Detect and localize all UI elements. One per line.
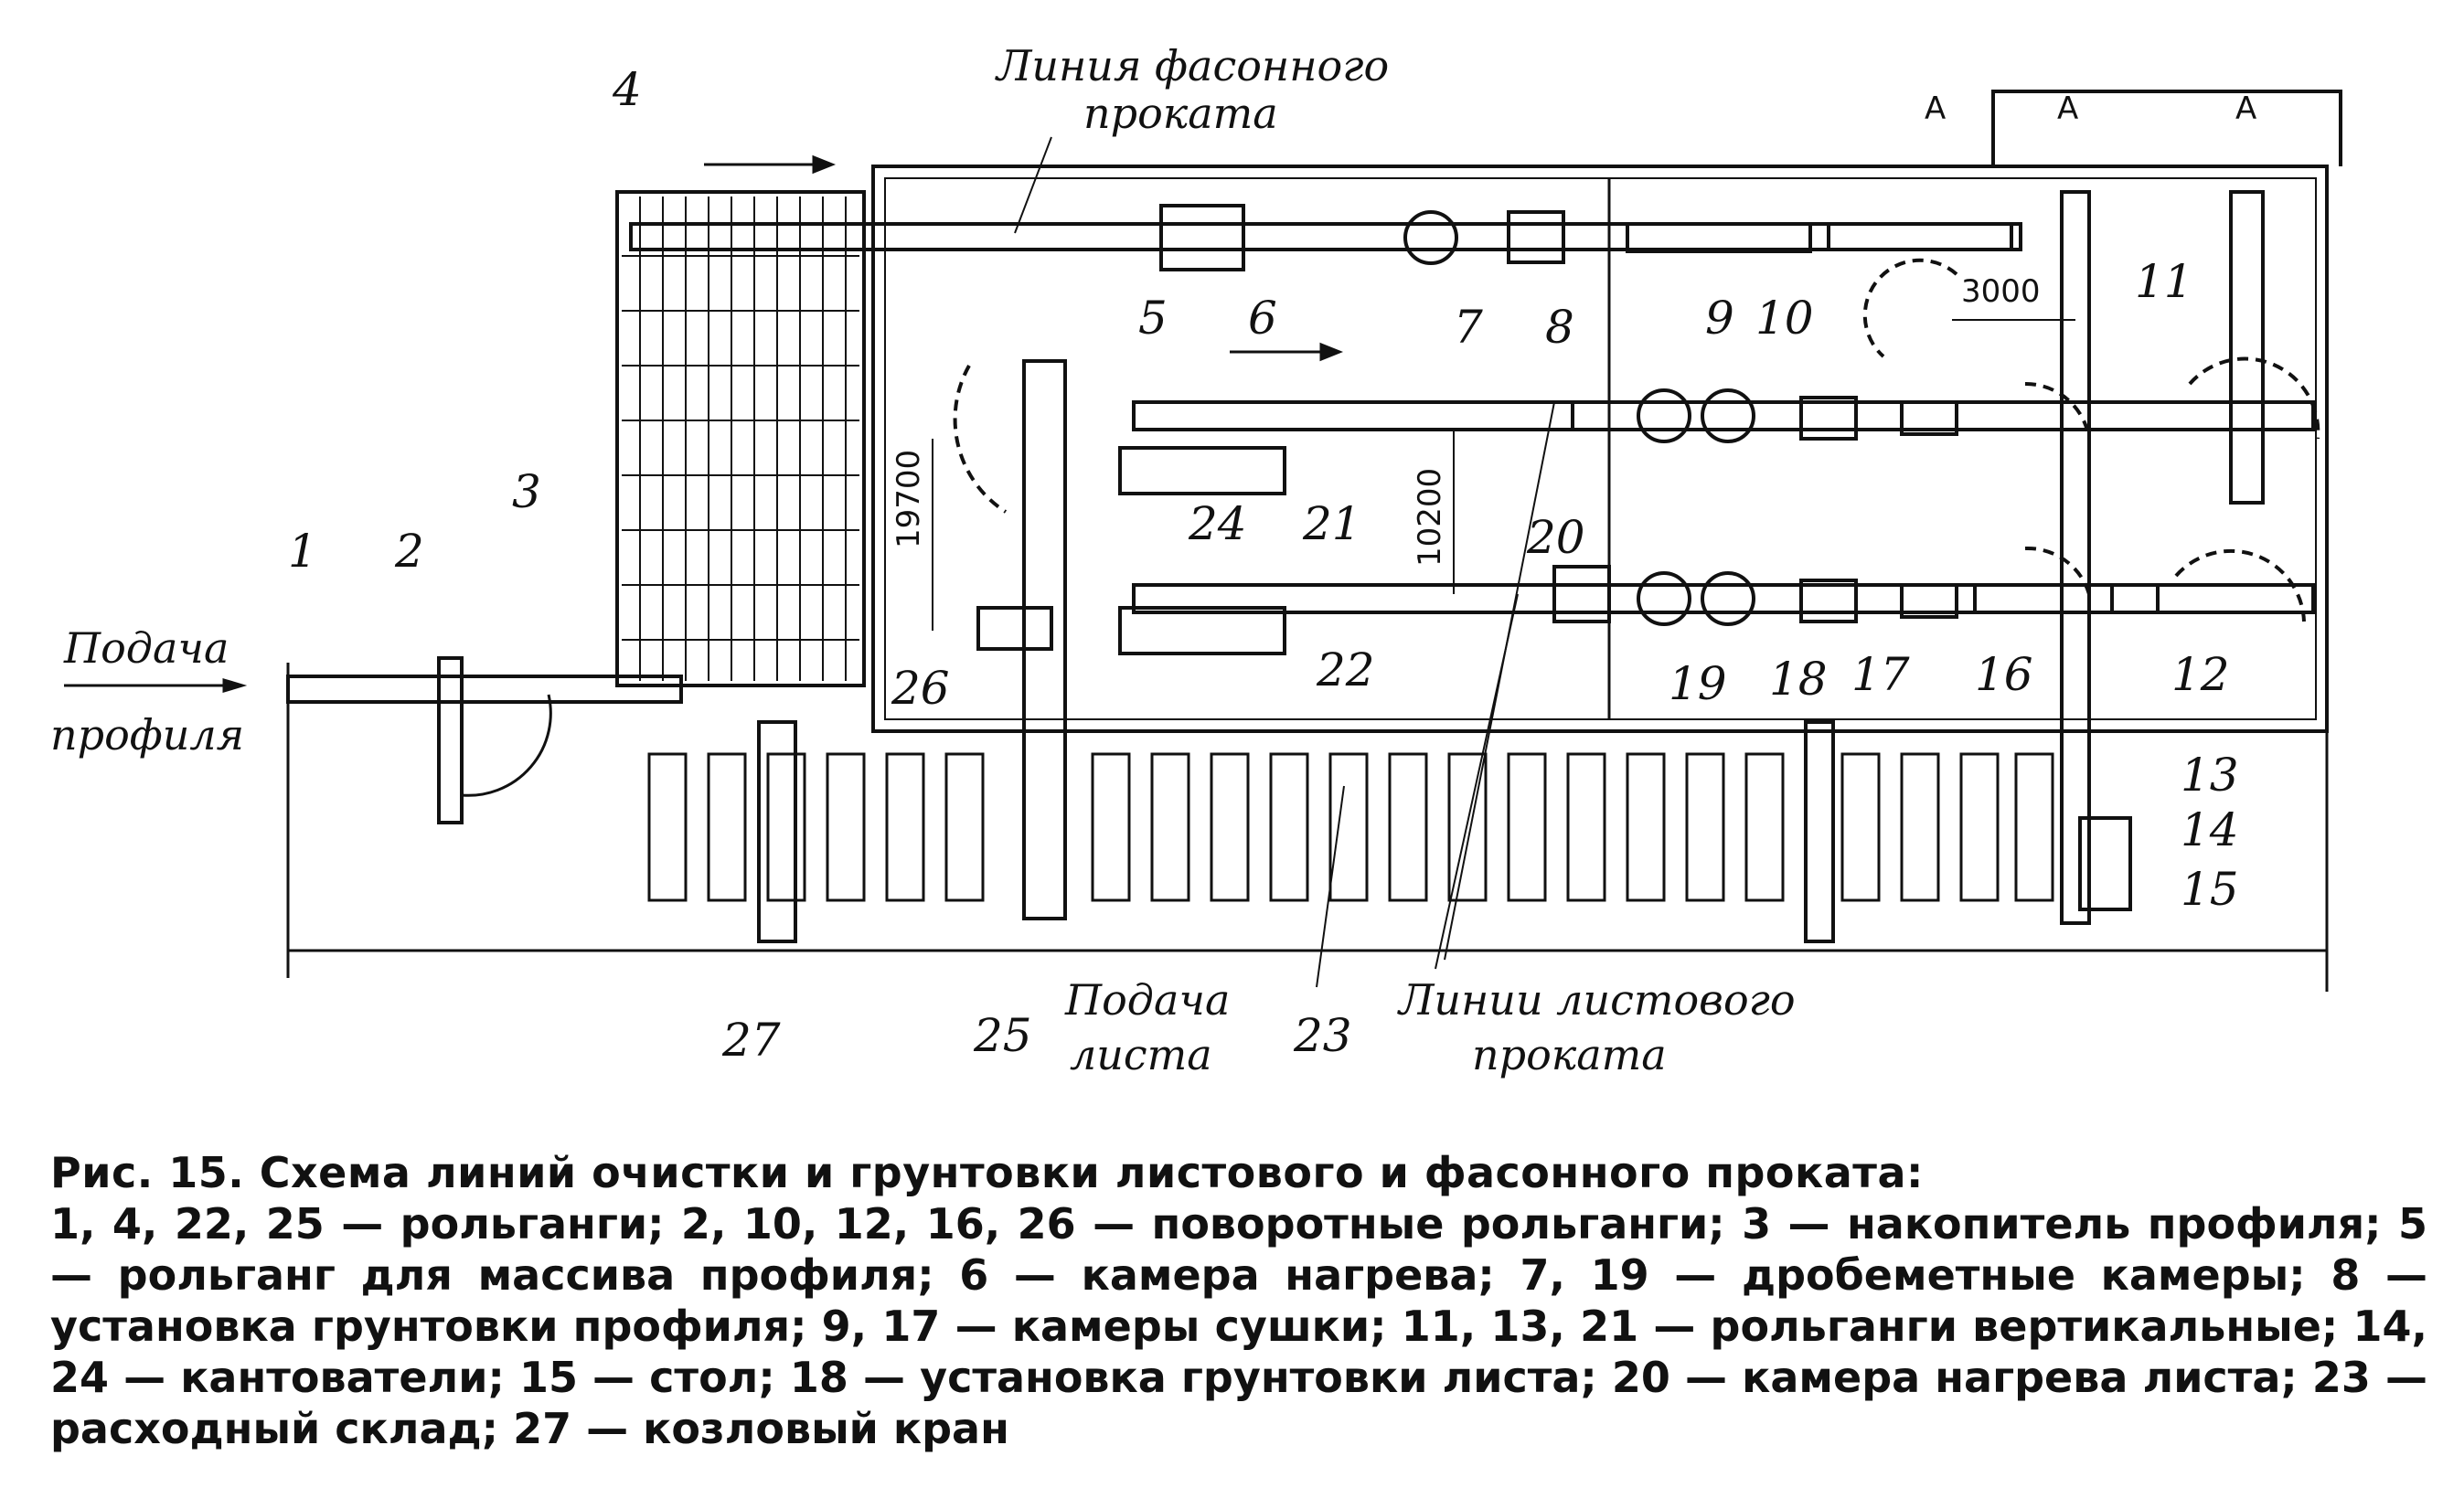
callout-22: 22 [1316,643,1375,696]
callout-numbers: 1 2 3 4 5 6 7 8 9 10 11 12 13 14 15 16 1… [288,63,2239,1067]
callout-25: 25 [973,1009,1032,1062]
caption-title: Рис. 15. Схема линий очистки и грунтовки… [50,1148,1924,1197]
tilter-22 [1118,606,1286,655]
tilter-24 [1118,446,1286,495]
callout-23: 23 [1293,1009,1352,1062]
callout-21: 21 [1302,497,1361,550]
label-sheet-lines-1: Линии листового [1397,975,1796,1025]
upper-dryer [1900,400,1958,436]
rotation-arc [953,365,1008,514]
sheet-primer-unit-18 [1799,579,1858,623]
callout-10: 10 [1755,292,1814,345]
callout-18: 18 [1769,653,1828,706]
drying-chamber-17 [1900,583,1958,619]
callout-19: 19 [1669,657,1727,710]
callout-16: 16 [1975,648,2033,701]
label-line-profile-2: проката [1083,89,1278,138]
conveyor-1 [286,675,683,704]
callout-27: 27 [721,1014,781,1067]
profile-line-conveyor [629,222,2022,251]
rotation-arc-2 [461,694,552,797]
storage-23-racks [647,752,2054,902]
callout-1: 1 [288,525,317,578]
caption-legend: 1, 4, 22, 25 — рольганги; 2, 10, 12, 16,… [50,1199,2427,1453]
upper-blast-1 [1637,388,1691,443]
shot-blast-chamber-7 [1403,210,1458,265]
callout-14: 14 [2181,803,2239,856]
upper-blast-2 [1701,388,1755,443]
rotary-conveyor-16 [1973,583,2114,614]
table-15 [2078,816,2132,911]
upper-primer [1799,396,1858,441]
label-feed-profile-1: Подача [63,623,229,673]
callout-20: 20 [1526,511,1585,564]
leader-line [1014,136,1052,234]
main-building-inner [884,177,2317,720]
callout-2: 2 [394,525,424,578]
rotation-arc [2188,356,2320,440]
callout-3: 3 [512,465,541,518]
vertical-conveyor-13 [2060,190,2091,925]
flow-arrows [64,154,1344,694]
callout-5: 5 [1138,292,1168,345]
rotary-conveyor-2 [437,656,464,824]
figure-caption: Рис. 15. Схема линий очистки и грунтовки… [50,1147,2427,1454]
label-line-profile-1: Линия фасонного [995,41,1389,90]
section-mark-a: А [2235,90,2256,127]
callout-4: 4 [612,63,642,116]
dimension-19700: 19700 [891,450,927,548]
sheet-line-lower-conveyor [1132,583,2315,614]
heating-chamber-6 [1159,204,1245,271]
vertical-conveyor-11 [2229,190,2265,505]
drying-chamber-9 [1626,222,1812,253]
dimension-10200: 10200 [1412,468,1448,567]
gantry-crane-right [1804,720,1835,943]
label-feed-profile-2: профиля [50,710,244,760]
callout-12: 12 [2171,648,2230,701]
dimension-3000: 3000 [1961,273,2041,310]
layout-diagram: Линия фасонного проката Подача профиля П… [50,41,2342,1079]
sheet-line-upper-conveyor [1132,400,2315,431]
accumulator-grid [622,197,859,681]
callout-11: 11 [2135,255,2193,308]
profile-accumulator [615,190,866,687]
label-feed-sheet-1: Подача [1064,975,1230,1025]
sheet-feed-conveyor-25 [1022,359,1067,920]
shot-blast-chamber-19b [1701,571,1755,626]
leader-line [1435,593,1519,970]
shot-blast-chamber-19a [1637,571,1691,626]
label-sheet-lines-2: проката [1472,1030,1667,1079]
callout-8: 8 [1545,301,1574,354]
callout-7: 7 [1454,301,1483,354]
callout-6: 6 [1248,292,1277,345]
annex-outline [1991,90,2342,166]
callout-13: 13 [2181,749,2239,802]
rotation-arc [2174,548,2306,622]
callout-26: 26 [891,662,950,715]
rotary-conveyor-12 [2156,583,2315,614]
callout-24: 24 [1188,497,1247,550]
vertical-conveyor-21 [1132,400,1574,431]
rotation-arc [2024,546,2091,595]
main-building-outline [871,165,2329,733]
sheet-heating-chamber-20 [1552,565,1611,623]
section-mark-a: А [2057,90,2078,127]
rotation-arc [2024,381,2091,440]
rotation-arc [1862,258,1958,358]
callout-17: 17 [1851,648,1910,701]
gantry-crane-27 [757,720,797,943]
section-mark-a: А [1925,90,1946,127]
label-feed-sheet-2: листа [1070,1030,1212,1079]
primer-unit-8 [1507,210,1565,264]
callout-15: 15 [2181,863,2239,916]
rotary-conveyor-26 [976,606,1053,651]
rotary-conveyor-10 [1827,222,2013,251]
callout-9: 9 [1705,292,1734,345]
leader-line [1316,785,1345,988]
